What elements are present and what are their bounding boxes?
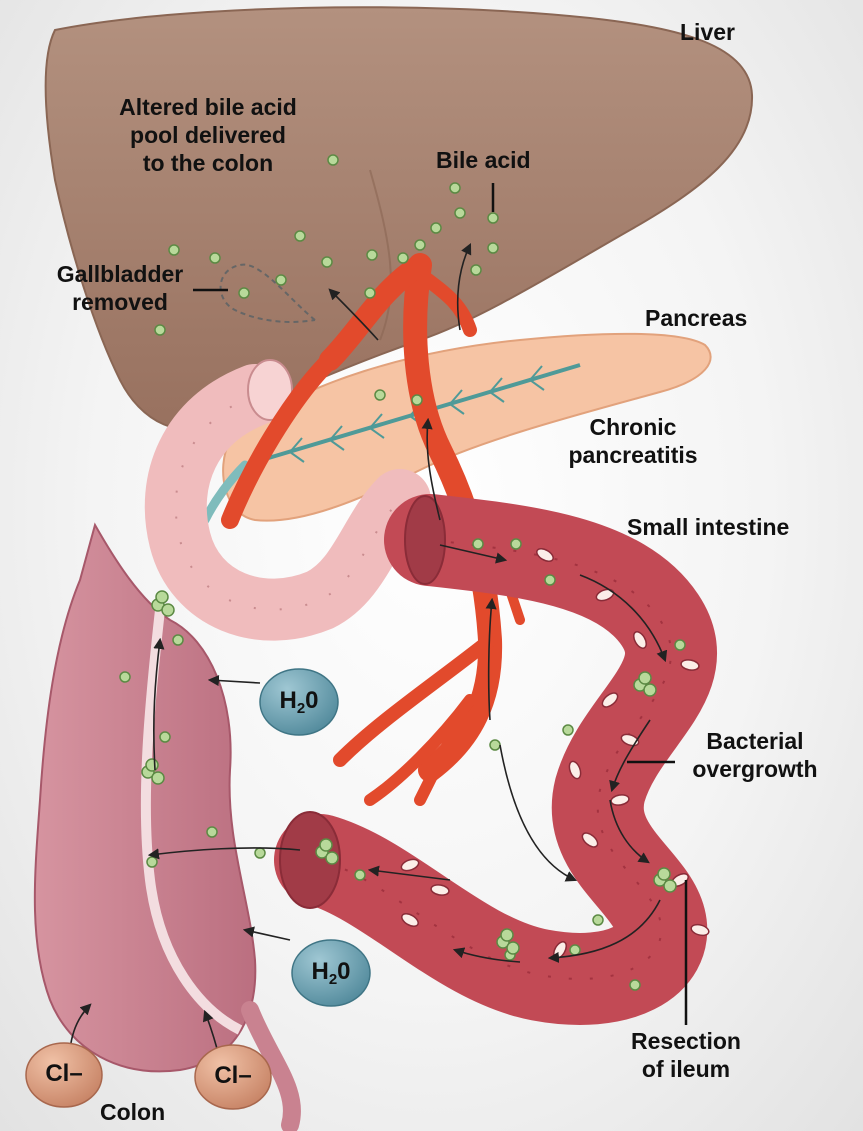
label-gallbladder-line-2: removed	[40, 288, 200, 316]
chloride-label-right: Cl–	[195, 1062, 271, 1090]
water-label-upper: H20	[260, 687, 338, 717]
label-chronic-line-2: pancreatitis	[545, 441, 721, 469]
label-resection-line-1: Resection	[606, 1027, 766, 1055]
label-pancreas: Pancreas	[645, 304, 747, 332]
label-resection-line-2: of ileum	[606, 1055, 766, 1083]
label-bile-acid: Bile acid	[436, 146, 531, 174]
label-bacterial-line-2: overgrowth	[675, 755, 835, 783]
label-chronic-pancreatitis: Chronic pancreatitis	[545, 413, 721, 469]
label-altered-bile-line-2: pool delivered	[86, 121, 330, 149]
label-chronic-line-1: Chronic	[545, 413, 721, 441]
chloride-label-left: Cl–	[26, 1060, 102, 1088]
water-label-lower: H20	[292, 958, 370, 988]
label-colon: Colon	[100, 1098, 165, 1126]
label-liver: Liver	[680, 18, 735, 46]
label-altered-bile-line-1: Altered bile acid	[86, 93, 330, 121]
label-bacterial-line-1: Bacterial	[675, 727, 835, 755]
label-altered-bile-acid: Altered bile acid pool delivered to the …	[86, 93, 330, 177]
label-gallbladder-line-1: Gallbladder	[40, 260, 200, 288]
label-small-intestine: Small intestine	[627, 513, 789, 541]
label-resection-of-ileum: Resection of ileum	[606, 1027, 766, 1083]
label-altered-bile-line-3: to the colon	[86, 149, 330, 177]
label-bacterial-overgrowth: Bacterial overgrowth	[675, 727, 835, 783]
label-gallbladder-removed: Gallbladder removed	[40, 260, 200, 316]
